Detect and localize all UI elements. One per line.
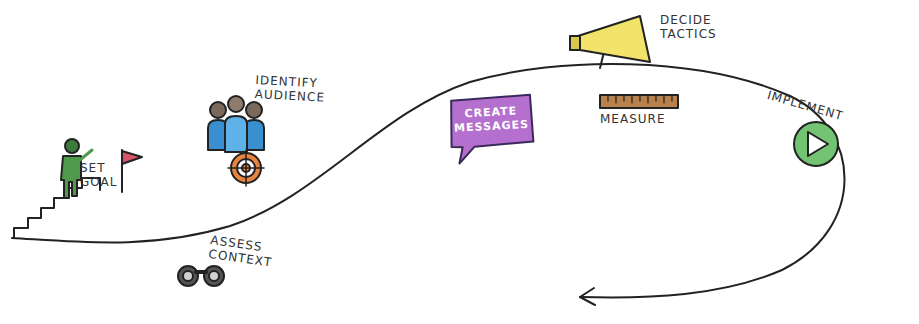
megaphone-handle: [570, 36, 580, 50]
audience-head: [228, 96, 244, 112]
step-name: MEASURE: [600, 112, 680, 126]
flow-curve: [12, 64, 845, 298]
binocular-lens: [204, 266, 224, 286]
binocular-glass: [209, 271, 219, 281]
ruler: [600, 95, 678, 108]
step-name: IDENTIFY AUDIENCE: [254, 73, 339, 105]
person-arm: [80, 150, 92, 160]
step-name: ASSESS CONTEXT: [208, 233, 281, 270]
speech-bubble: CREATE MESSAGES: [448, 94, 535, 148]
binocular-glass: [183, 271, 193, 281]
play-circle: [794, 122, 838, 166]
play-triangle: [808, 132, 828, 156]
binocular-lens: [178, 266, 198, 286]
flag: [122, 151, 142, 164]
step-label: SET GOAL: [80, 158, 124, 192]
megaphone: [578, 16, 650, 62]
audience-head: [246, 102, 262, 118]
binocular-bridge: [196, 270, 206, 274]
flow-arrowhead: [580, 288, 595, 305]
person-head: [65, 139, 79, 153]
ruler-ticks: [608, 95, 672, 103]
person-body: [61, 156, 81, 198]
bubble-shape: [449, 95, 534, 164]
step-label: MEASURE: [600, 110, 680, 128]
audience-head: [210, 102, 226, 118]
audience-body: [225, 116, 247, 152]
step-name: SET GOAL: [80, 161, 124, 189]
step-name: DECIDE TACTICS: [660, 13, 726, 41]
step-label: IDENTIFY AUDIENCE: [254, 70, 340, 108]
target-crosshair: [228, 150, 264, 186]
step-name: CREATE MESSAGES: [452, 104, 531, 136]
step-label: DECIDE TACTICS: [660, 10, 726, 44]
